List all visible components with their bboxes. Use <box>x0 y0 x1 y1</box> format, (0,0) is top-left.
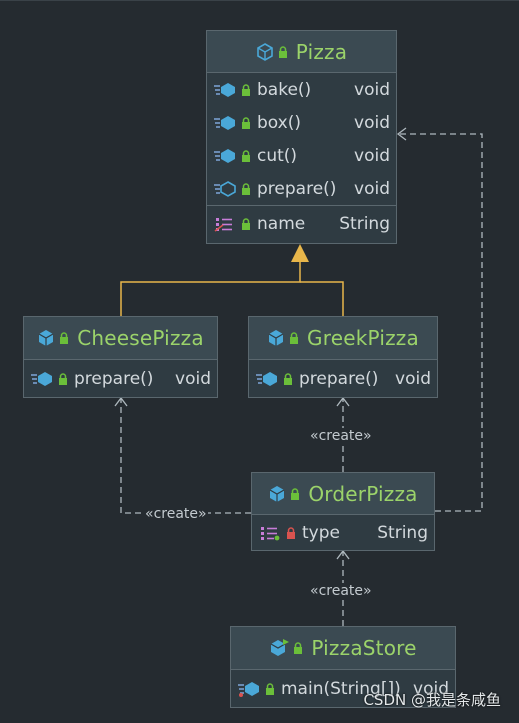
class-icon <box>268 485 286 503</box>
dependency-order-to-pizza <box>398 133 483 512</box>
class-title: Pizza <box>295 39 348 64</box>
method-icon <box>213 82 237 98</box>
static-method-icon <box>237 681 261 697</box>
field-row[interactable]: type String <box>252 515 434 550</box>
create-label-greek: «create» <box>309 428 373 444</box>
class-icon <box>267 329 285 347</box>
lock-icon <box>241 116 251 129</box>
class-header: OrderPizza <box>252 473 434 515</box>
method-row[interactable]: prepare() void <box>207 172 396 205</box>
main-class-icon <box>269 639 290 657</box>
abstract-method-icon <box>213 180 237 197</box>
class-header: CheesePizza <box>24 317 217 360</box>
watermark: CSDN @我是条咸鱼 <box>363 691 501 709</box>
class-header: Pizza <box>207 31 396 73</box>
lock-icon <box>293 642 303 654</box>
method-name: prepare() <box>257 178 337 199</box>
method-row[interactable]: cut() void <box>207 139 396 172</box>
method-row[interactable]: prepare() void <box>24 360 217 397</box>
field-icon <box>258 525 282 541</box>
lock-icon <box>241 149 251 162</box>
inheritance-arrowhead <box>291 244 309 262</box>
field-row[interactable]: name String <box>207 205 396 242</box>
field-type: String <box>377 522 428 543</box>
method-row[interactable]: bake() void <box>207 73 396 106</box>
class-greek-pizza[interactable]: GreekPizza prepare() void <box>248 316 438 398</box>
dependency-order-to-cheese <box>120 398 251 514</box>
field-name: type <box>302 522 340 543</box>
method-type: void <box>354 145 390 166</box>
inheritance-line-cheese <box>120 257 301 316</box>
class-header: PizzaStore <box>231 627 455 670</box>
method-name: main(String[]) <box>281 678 401 699</box>
method-name: cut() <box>257 145 298 166</box>
field-name: name <box>257 214 306 234</box>
class-title: GreekPizza <box>307 326 419 350</box>
lock-icon <box>241 83 251 96</box>
method-icon <box>213 115 237 131</box>
lock-icon <box>59 332 69 344</box>
create-label-order: «create» <box>309 583 373 599</box>
method-type: void <box>395 368 431 389</box>
arrowhead-cheese <box>114 396 128 407</box>
method-row[interactable]: box() void <box>207 106 396 139</box>
method-type: void <box>354 178 390 199</box>
lock-icon <box>265 682 275 695</box>
class-order-pizza[interactable]: OrderPizza type String <box>251 472 435 551</box>
lock-icon <box>241 182 251 195</box>
class-pizza[interactable]: Pizza bake() void box() void cut() void … <box>206 30 397 244</box>
method-type: void <box>413 678 449 699</box>
class-pizza-store[interactable]: PizzaStore main(String[]) void <box>230 626 456 708</box>
method-name: bake() <box>257 79 312 100</box>
private-lock-icon <box>286 526 296 539</box>
create-label-cheese: «create» <box>144 506 208 522</box>
class-title: PizzaStore <box>311 636 417 660</box>
field-type: String <box>339 214 390 234</box>
lock-icon <box>290 487 300 500</box>
arrowhead-order <box>336 549 350 560</box>
method-type: void <box>175 368 211 389</box>
lock-icon <box>283 372 293 385</box>
class-cheese-pizza[interactable]: CheesePizza prepare() void <box>23 316 218 398</box>
inheritance-line-greek <box>300 281 344 316</box>
class-title: OrderPizza <box>308 481 418 506</box>
class-icon <box>37 329 55 347</box>
abstract-class-icon <box>256 42 274 61</box>
method-name: box() <box>257 112 301 133</box>
method-row[interactable]: main(String[]) void <box>231 670 455 707</box>
lock-icon <box>278 45 288 58</box>
lock-icon <box>58 372 68 385</box>
method-row[interactable]: prepare() void <box>249 360 437 397</box>
method-type: void <box>354 112 390 133</box>
method-name: prepare() <box>74 368 154 389</box>
method-name: prepare() <box>299 368 379 389</box>
method-icon <box>30 371 54 387</box>
lock-icon <box>241 218 251 230</box>
class-header: GreekPizza <box>249 317 437 360</box>
method-icon <box>213 148 237 164</box>
lock-icon <box>289 332 299 344</box>
arrowhead-greek <box>336 396 350 407</box>
arrowhead-pizza <box>396 127 407 141</box>
method-icon <box>255 371 279 387</box>
method-type: void <box>354 79 390 100</box>
class-title: CheesePizza <box>77 326 204 350</box>
field-icon <box>213 216 237 232</box>
